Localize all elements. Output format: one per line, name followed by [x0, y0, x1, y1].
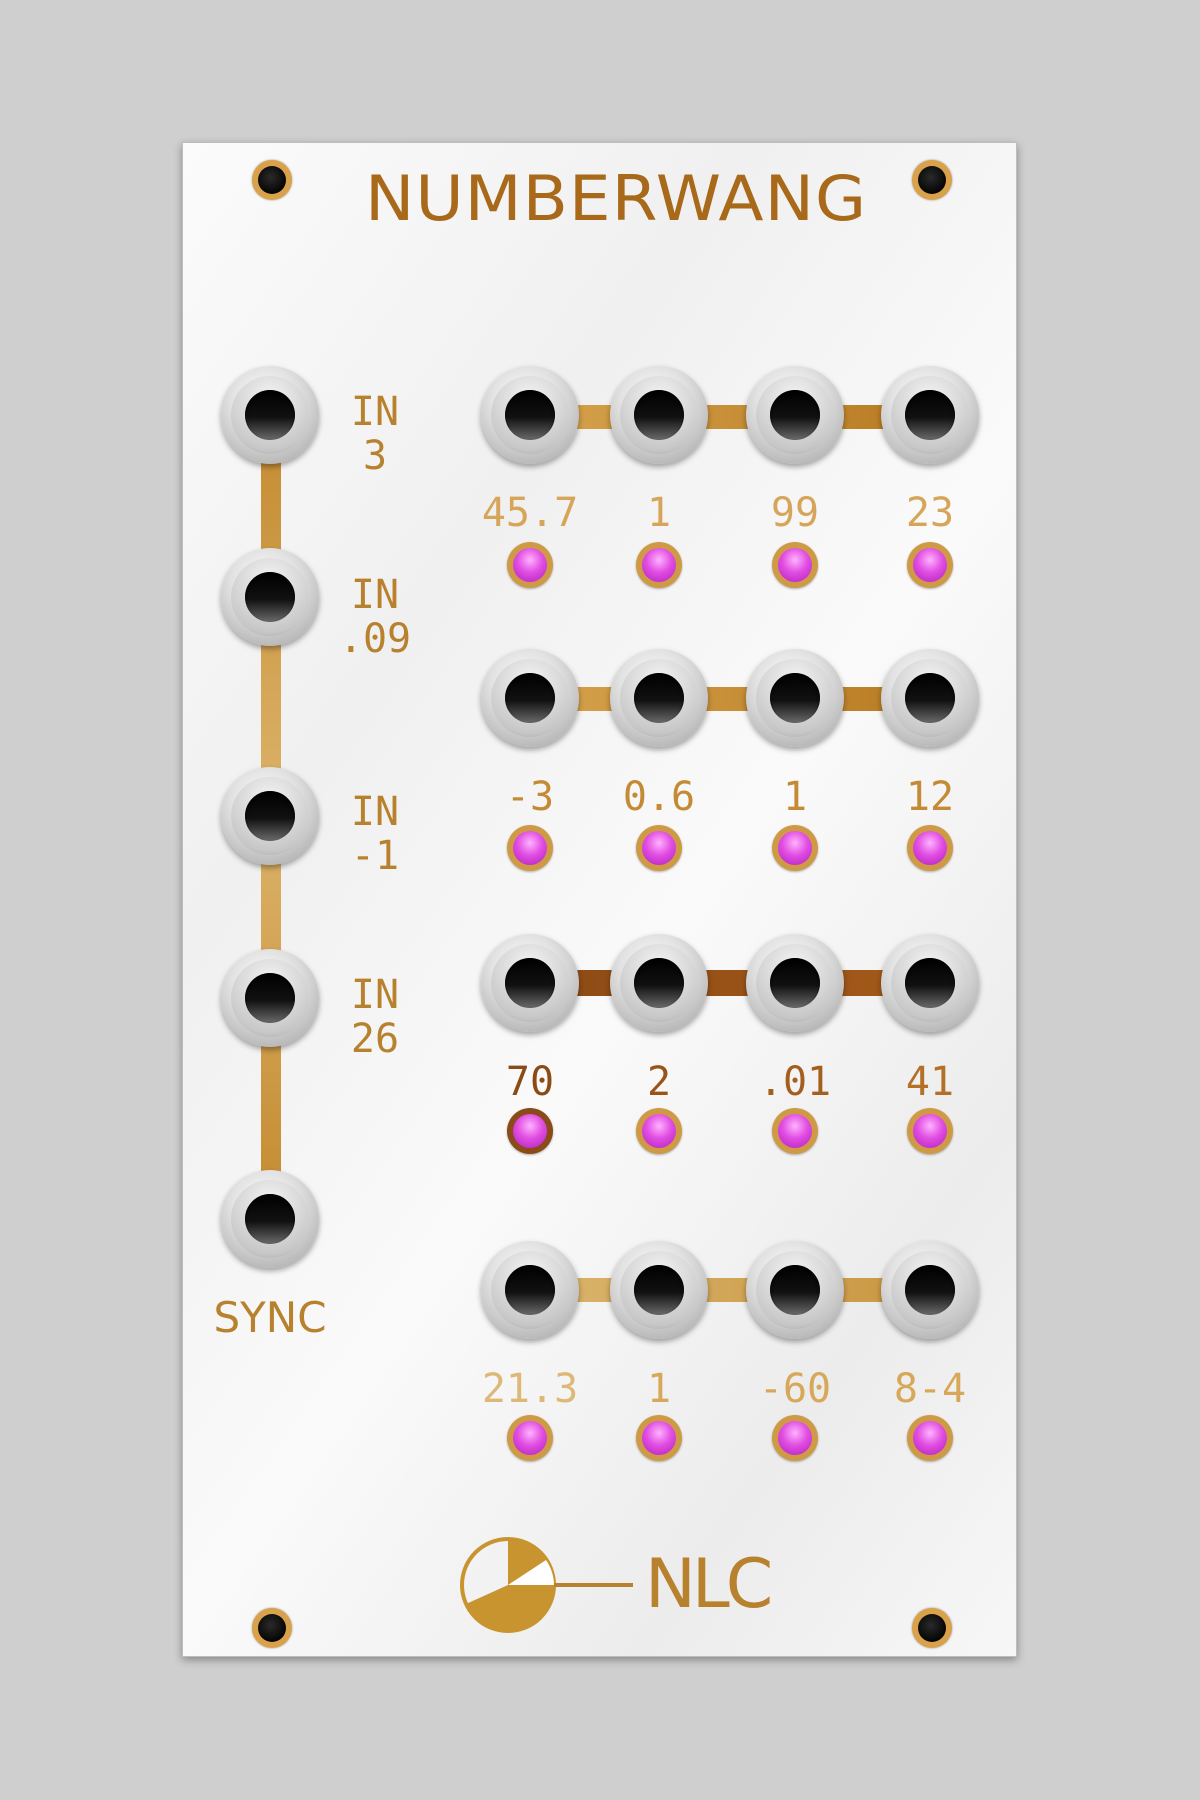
output-jack-r1c2[interactable] [610, 366, 708, 464]
input-label-3-top: IN [350, 789, 400, 835]
led-r3c4 [907, 1108, 953, 1154]
output-jack-r3c2[interactable] [610, 934, 708, 1032]
value-r2c2: 0.6 [622, 774, 696, 820]
input-label-2: IN .09 [330, 573, 420, 661]
output-jack-r2c4[interactable] [881, 649, 979, 747]
led-r4c3 [772, 1415, 818, 1461]
input-label-1-bottom: 3 [362, 433, 388, 479]
output-jack-r2c2[interactable] [610, 649, 708, 747]
output-jack-r1c3[interactable] [746, 366, 844, 464]
output-jack-r1c4[interactable] [881, 366, 979, 464]
sync-jack[interactable] [221, 1170, 319, 1268]
output-jack-r4c1[interactable] [481, 1241, 579, 1339]
led-r1c1 [507, 542, 553, 588]
input-label-4: IN 26 [330, 973, 420, 1061]
module-panel [182, 142, 1017, 1657]
input-label-4-bottom: 26 [350, 1016, 400, 1062]
led-r1c4 [907, 542, 953, 588]
brand-name: NLC [645, 1545, 773, 1624]
input-label-3: IN -1 [330, 790, 420, 878]
led-r3c3 [772, 1108, 818, 1154]
value-r3c4: 41 [905, 1059, 955, 1105]
row-2-trace [530, 687, 930, 711]
panel-screw-top-right [912, 160, 952, 200]
value-r4c3: -60 [758, 1366, 832, 1412]
input-jack-1[interactable] [221, 366, 319, 464]
output-jack-r3c3[interactable] [746, 934, 844, 1032]
row-4-trace [530, 1278, 930, 1302]
led-r4c1 [507, 1415, 553, 1461]
input-label-2-bottom: .09 [338, 616, 412, 662]
value-r3c1: 70 [505, 1059, 555, 1105]
output-jack-r4c4[interactable] [881, 1241, 979, 1339]
panel-screw-bottom-left [252, 1608, 292, 1648]
value-r2c4: 12 [905, 774, 955, 820]
output-jack-r4c3[interactable] [746, 1241, 844, 1339]
value-r2c3: 1 [782, 774, 808, 820]
output-jack-r4c2[interactable] [610, 1241, 708, 1339]
row-3-trace [530, 970, 930, 996]
value-r3c2: 2 [646, 1059, 672, 1105]
row-1-trace [530, 405, 930, 429]
led-r4c2 [636, 1415, 682, 1461]
led-r4c4 [907, 1415, 953, 1461]
led-r2c3 [772, 825, 818, 871]
led-r1c2 [636, 542, 682, 588]
value-r4c1: 21.3 [481, 1366, 579, 1412]
value-r2c1: -3 [505, 774, 555, 820]
panel-screw-bottom-right [912, 1608, 952, 1648]
input-label-1-top: IN [350, 389, 400, 435]
output-jack-r3c1[interactable] [481, 934, 579, 1032]
input-label-4-top: IN [350, 972, 400, 1018]
sync-label: SYNC [213, 1293, 327, 1342]
output-jack-r2c1[interactable] [481, 649, 579, 747]
output-jack-r2c3[interactable] [746, 649, 844, 747]
value-r1c1: 45.7 [481, 490, 579, 536]
input-label-1: IN 3 [330, 390, 420, 478]
brand-logo-icon [460, 1537, 633, 1633]
led-r3c1 [507, 1108, 553, 1154]
input-label-3-bottom: -1 [350, 833, 400, 879]
input-jack-3[interactable] [221, 767, 319, 865]
output-jack-r1c1[interactable] [481, 366, 579, 464]
input-jack-4[interactable] [221, 949, 319, 1047]
led-r2c2 [636, 825, 682, 871]
led-r3c2 [636, 1108, 682, 1154]
input-label-2-top: IN [350, 572, 400, 618]
value-r4c2: 1 [646, 1366, 672, 1412]
panel-screw-top-left [252, 160, 292, 200]
output-jack-r3c4[interactable] [881, 934, 979, 1032]
value-r1c3: 99 [770, 490, 820, 536]
led-r2c1 [507, 825, 553, 871]
value-r4c4: 8-4 [893, 1366, 967, 1412]
input-jack-2[interactable] [221, 548, 319, 646]
led-r1c3 [772, 542, 818, 588]
value-r1c2: 1 [646, 490, 672, 536]
led-r2c4 [907, 825, 953, 871]
value-r1c4: 23 [905, 490, 955, 536]
module-title: NUMBERWANG [365, 161, 868, 236]
value-r3c3: .01 [758, 1059, 832, 1105]
